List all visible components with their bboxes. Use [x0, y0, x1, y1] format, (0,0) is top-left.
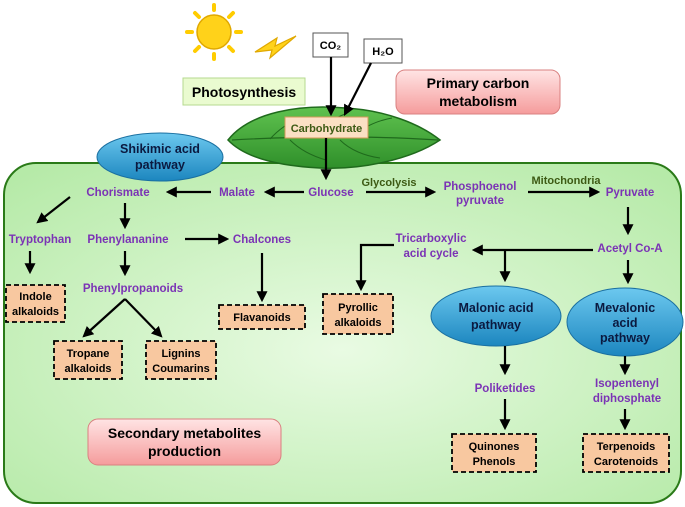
isopentenyl-line1: Isopentenyl	[595, 378, 659, 390]
phenylalanine-label: Phenylananine	[87, 234, 168, 246]
pyruvate-label: Pyruvate	[606, 187, 655, 199]
primary-metabolism-line1: Primary carbon	[427, 75, 530, 91]
h2o-label: H₂O	[372, 46, 394, 58]
carbohydrate-label: Carbohydrate	[291, 123, 363, 135]
acetylcoa-label: Acetyl Co-A	[597, 243, 662, 255]
pep-line1: Phosphoenol	[444, 181, 517, 193]
malonic-line1: Malonic acid	[458, 301, 533, 315]
quinones-line2: Phenols	[473, 456, 516, 468]
terpenoids-line1: Terpenoids	[597, 441, 655, 453]
quinones-phenols-box	[451, 433, 537, 473]
pyrollic-line1: Pyrollic	[338, 302, 378, 314]
chorismate-label: Chorismate	[86, 187, 149, 199]
flavanoids-box	[218, 304, 306, 330]
shikimic-line2: pathway	[135, 158, 185, 172]
mevalonic-line1: Mevalonic	[595, 301, 655, 315]
tca-line2: acid cycle	[404, 248, 459, 260]
mevalonic-line2: acid	[612, 316, 637, 330]
quinones-line1: Quinones	[469, 441, 520, 453]
co2-box	[312, 32, 349, 58]
malonic-pathway-ellipse	[430, 285, 562, 347]
co2-label: CO₂	[320, 40, 342, 52]
poliketides-label: Poliketides	[475, 383, 536, 395]
tryptophan-label: Tryptophan	[9, 234, 72, 246]
mevalonic-line3: pathway	[600, 331, 650, 345]
sun-icon	[185, 3, 243, 61]
photosynthesis-label: Photosynthesis	[192, 84, 296, 100]
glucose-label: Glucose	[308, 187, 353, 199]
shikimic-pathway-ellipse	[96, 132, 224, 182]
lightning-bolt-icon	[254, 35, 297, 60]
tropane-line2: alkaloids	[64, 363, 111, 375]
phenylpropanoids-label: Phenylpropanoids	[83, 283, 183, 295]
malate-label: Malate	[219, 187, 255, 199]
terpenoids-line2: Carotenoids	[594, 456, 658, 468]
indole-line1: Indole	[19, 291, 51, 303]
mitochondria-label: Mitochondria	[531, 175, 601, 187]
primary-metabolism-line2: metabolism	[439, 93, 517, 109]
tropane-line1: Tropane	[67, 348, 110, 360]
malonic-line2: pathway	[471, 318, 521, 332]
primary-metabolism-box	[395, 69, 561, 115]
chalcones-label: Chalcones	[233, 234, 291, 246]
flavanoids-label: Flavanoids	[233, 312, 290, 324]
lignins-line1: Lignins	[161, 348, 200, 360]
tca-line1: Tricarboxylic	[396, 233, 468, 245]
tropane-alkaloids-box	[53, 340, 123, 380]
secondary-line1: Secondary metabolites	[108, 425, 261, 441]
photosynthesis-box	[182, 77, 306, 106]
pyrollic-line2: alkaloids	[334, 317, 381, 329]
h2o-box	[363, 38, 403, 64]
terpenoids-carotenoids-box	[582, 433, 670, 473]
isopentenyl-line2: diphosphate	[593, 393, 661, 405]
pep-line2: pyruvate	[456, 195, 504, 207]
lignins-line2: Coumarins	[152, 363, 209, 375]
shikimic-line1: Shikimic acid	[120, 142, 200, 156]
indole-line2: alkaloids	[12, 306, 59, 318]
lignins-coumarins-box	[145, 340, 217, 380]
pyrollic-alkaloids-box	[322, 293, 394, 335]
secondary-metabolites-box	[87, 418, 282, 466]
indole-alkaloids-box	[5, 284, 66, 323]
glycolysis-label: Glycolysis	[361, 177, 416, 189]
secondary-line2: production	[148, 443, 221, 459]
